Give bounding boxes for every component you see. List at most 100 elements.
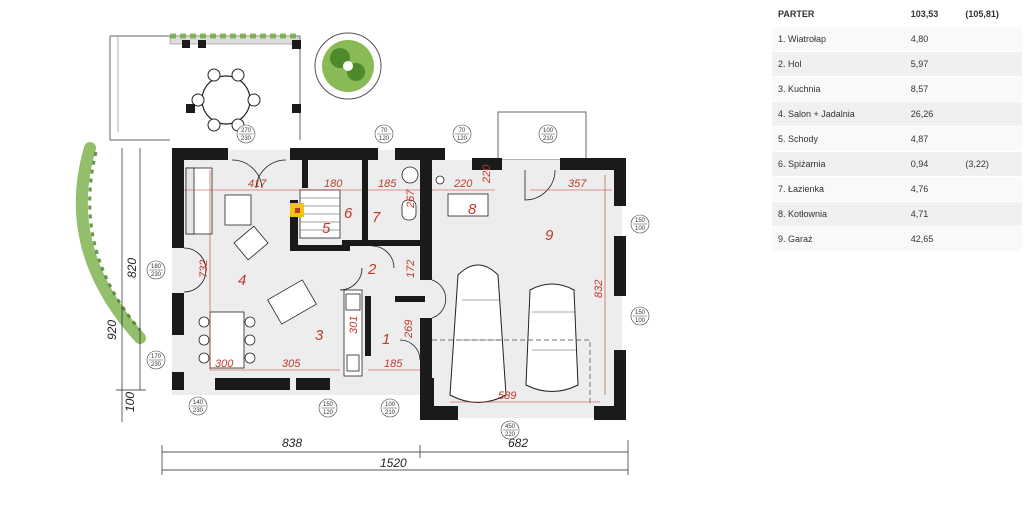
table-row: 2. Hol 5,97 <box>772 52 1022 77</box>
stove <box>345 293 361 311</box>
room-numbers: 1 2 3 4 5 6 7 8 9 <box>238 201 554 348</box>
opening-width: 150 <box>635 218 646 224</box>
opening-tags: 2702307012070120100210150100150100180230… <box>146 124 650 440</box>
header-area: 103,53 <box>910 9 939 19</box>
room-num-8: 8 <box>468 201 477 218</box>
opening-height: 230 <box>151 272 162 278</box>
toilet <box>401 199 417 221</box>
garage-cars <box>432 264 591 405</box>
svg-text:732: 732 <box>198 260 210 278</box>
boiler <box>447 193 489 217</box>
opening-height: 120 <box>457 136 468 142</box>
table-row: 9. Garaż 42,65 <box>772 227 1022 252</box>
opening-width: 70 <box>381 128 388 134</box>
outer-dimension-lines <box>116 148 629 475</box>
furniture <box>185 166 489 377</box>
opening-width: 270 <box>241 128 252 134</box>
terrace-table <box>191 68 261 132</box>
svg-text:185: 185 <box>378 178 397 190</box>
opening-height: 230 <box>193 408 204 414</box>
dimension-labels: 417 180 185 220 220 357 267 732 172 832 … <box>198 164 605 402</box>
stairs <box>290 189 341 239</box>
room-num-2: 2 <box>367 261 377 278</box>
opening-height: 220 <box>505 432 516 438</box>
header-extra: (105,81) <box>965 9 999 19</box>
opening-width: 180 <box>151 264 162 270</box>
svg-text:172: 172 <box>405 260 417 278</box>
svg-text:220: 220 <box>453 178 473 190</box>
table-row: 6. Spiżarnia 0,94 (3,22) <box>772 152 1022 177</box>
opening-width: 450 <box>505 424 516 430</box>
area-table: PARTER 103,53 (105,81) 1. Wiatrołap 4,80… <box>772 2 1022 252</box>
opening-width: 100 <box>543 128 554 134</box>
svg-text:305: 305 <box>282 358 301 370</box>
svg-text:417: 417 <box>248 178 267 190</box>
interior-walls <box>290 160 432 378</box>
table-row: 3. Kuchnia 8,57 <box>772 77 1022 102</box>
room-num-3: 3 <box>315 327 324 344</box>
svg-text:832: 832 <box>593 280 605 298</box>
table-row: 7. Łazienka 4,76 <box>772 177 1022 202</box>
opening-width: 70 <box>459 128 466 134</box>
opening-height: 210 <box>385 410 396 416</box>
svg-text:820: 820 <box>125 258 139 278</box>
kitchen-island <box>267 279 317 325</box>
opening-height: 120 <box>323 410 334 416</box>
opening-height: 230 <box>151 362 162 368</box>
svg-text:185: 185 <box>384 358 403 370</box>
area-table-header: PARTER 103,53 (105,81) <box>772 2 1022 27</box>
doors <box>183 159 556 361</box>
svg-text:357: 357 <box>568 178 587 190</box>
tree <box>314 32 382 100</box>
room-num-1: 1 <box>382 331 390 348</box>
room-num-9: 9 <box>545 227 554 244</box>
opening-height: 100 <box>635 226 646 232</box>
svg-text:100: 100 <box>123 392 137 412</box>
opening-height: 120 <box>379 136 390 142</box>
svg-text:838: 838 <box>282 436 302 450</box>
opening-height: 100 <box>635 318 646 324</box>
svg-text:267: 267 <box>405 189 417 209</box>
opening-width: 170 <box>151 354 162 360</box>
opening-width: 150 <box>635 310 646 316</box>
opening-width: 100 <box>385 402 396 408</box>
svg-text:682: 682 <box>508 436 528 450</box>
dining-table <box>209 311 245 369</box>
floor-plan: 1 2 3 4 5 6 7 8 9 417 180 185 220 220 35… <box>75 32 650 475</box>
armchair <box>233 225 269 261</box>
terrace-posts <box>182 40 301 113</box>
sink <box>346 354 360 372</box>
svg-text:180: 180 <box>324 178 343 190</box>
kitchen-counter <box>343 289 363 377</box>
svg-text:589: 589 <box>498 390 516 402</box>
room-num-6: 6 <box>344 205 353 222</box>
table-row: 8. Kotłownia 4,71 <box>772 202 1022 227</box>
svg-text:1520: 1520 <box>380 456 407 470</box>
car-right <box>525 283 579 392</box>
table-row: 5. Schody 4,87 <box>772 127 1022 152</box>
table-row: 1. Wiatrołap 4,80 <box>772 27 1022 52</box>
exterior-walls <box>172 148 626 420</box>
room-num-5: 5 <box>322 220 331 237</box>
svg-text:220: 220 <box>481 164 493 184</box>
room-num-7: 7 <box>372 209 381 226</box>
svg-text:269: 269 <box>403 320 415 339</box>
car-left <box>449 264 507 403</box>
table-row: 4. Salon + Jadalnia 26,26 <box>772 102 1022 127</box>
coffee-table <box>224 194 252 226</box>
opening-width: 140 <box>193 400 204 406</box>
header-name: PARTER <box>778 9 815 19</box>
svg-text:300: 300 <box>215 358 234 370</box>
opening-width: 150 <box>323 402 334 408</box>
opening-height: 210 <box>543 136 554 142</box>
